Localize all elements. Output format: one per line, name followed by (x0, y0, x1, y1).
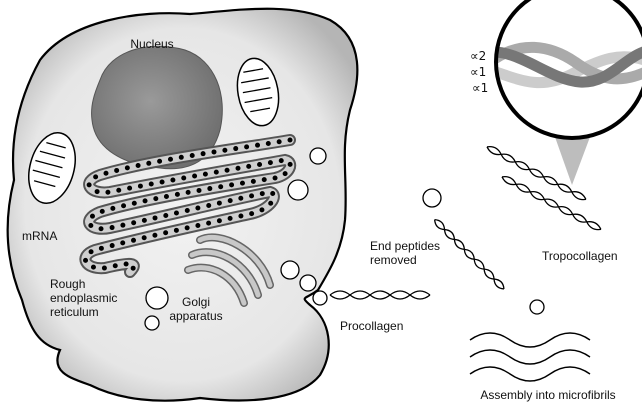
golgi-apparatus (184, 233, 274, 307)
label-golgi-2: apparatus (169, 309, 222, 323)
label-assembly: Assembly into microfibrils (480, 388, 615, 402)
label-end-peptides-2: removed (370, 253, 417, 267)
label-end-peptides-1: End peptides (370, 239, 440, 253)
microfibrils (469, 332, 591, 382)
label-nucleus: Nucleus (130, 37, 173, 51)
label-rer-3: reticulum (50, 305, 99, 319)
rough-endoplasmic-reticulum (79, 134, 297, 278)
label-alpha1-b: ∝1 (472, 81, 488, 95)
label-mrna: mRNA (22, 229, 57, 243)
magnified-triple-helix (494, 0, 642, 140)
end-peptides-removed-helix (433, 218, 505, 290)
mitochondrion-right (236, 57, 280, 127)
label-rer-2: endoplasmic (50, 291, 117, 305)
label-tropocollagen: Tropocollagen (542, 249, 618, 263)
label-procollagen: Procollagen (340, 319, 403, 333)
vesicles (144, 147, 545, 331)
mitochondrion-left (28, 132, 76, 204)
label-rer-1: Rough (50, 277, 85, 291)
procollagen-helix (329, 290, 431, 300)
label-golgi-1: Golgi (182, 295, 210, 309)
magnification-cone (555, 137, 590, 185)
label-alpha1-a: ∝1 (470, 65, 486, 79)
tropocollagen-helices (486, 145, 602, 231)
label-alpha2: ∝2 (470, 49, 486, 63)
